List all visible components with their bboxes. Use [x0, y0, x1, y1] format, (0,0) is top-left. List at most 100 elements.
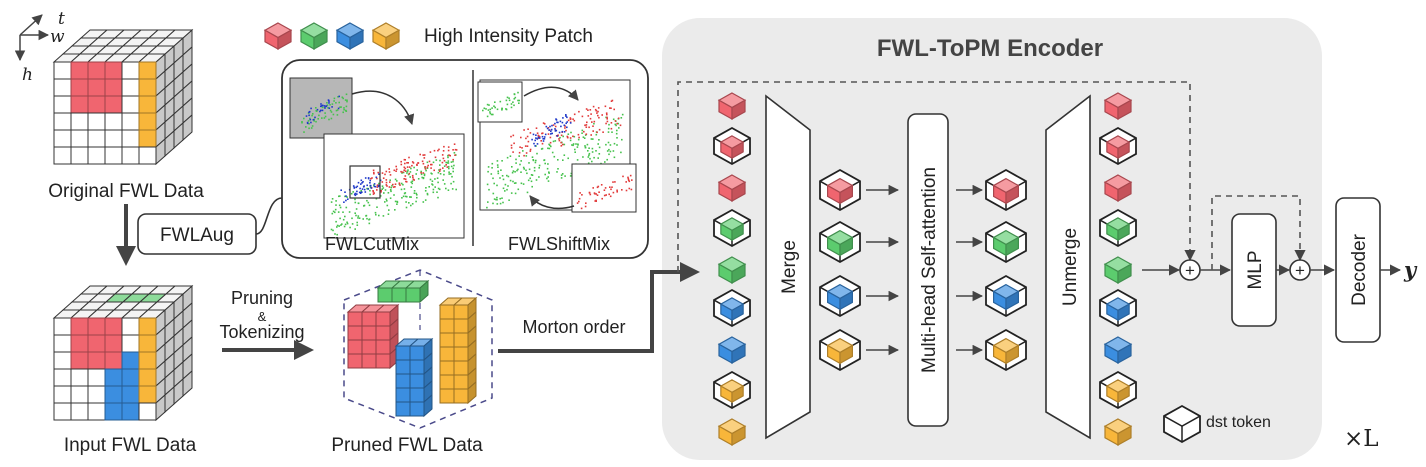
residual-connection-outer	[677, 81, 1196, 272]
input-front-cell	[104, 402, 123, 421]
residual-connection-inner	[1211, 195, 1306, 270]
input-front-cell	[53, 317, 72, 336]
input-token-5	[717, 256, 747, 285]
original-front-cell	[53, 61, 72, 80]
augmentation-point-clouds	[289, 77, 637, 239]
input-front-cell	[87, 368, 106, 387]
attended-token-1-inner	[992, 177, 1020, 205]
input-front-cell	[53, 351, 72, 370]
input-front-cell	[70, 334, 89, 353]
input-front-cell	[138, 351, 157, 370]
output-token-3	[1103, 174, 1133, 203]
output-dst-token-4-inner	[1105, 217, 1131, 242]
original-front-cell	[87, 78, 106, 97]
caption-original: Original FWL Data	[48, 181, 204, 202]
input-front-cell	[87, 334, 106, 353]
input-front-cell	[104, 368, 123, 387]
attended-token-column	[985, 168, 1027, 372]
input-front-cell	[53, 368, 72, 387]
amp-label: &	[258, 309, 267, 324]
attended-token-4	[985, 328, 1027, 372]
pruning-label: Pruning	[231, 288, 293, 308]
merged-token-1	[819, 168, 861, 212]
attention-arrows	[866, 184, 984, 356]
original-front-cell	[53, 95, 72, 114]
output-dst-token-2	[1099, 126, 1137, 166]
merged-token-4-inner	[826, 337, 854, 365]
legend-label: High Intensity Patch	[424, 26, 593, 47]
input-front-cell	[53, 402, 72, 421]
original-front-cell	[87, 95, 106, 114]
input-front-cell	[104, 334, 123, 353]
legend-cube-4	[371, 22, 401, 51]
input-front-cell	[121, 351, 140, 370]
original-front-cell	[53, 78, 72, 97]
merged-token-2-inner	[826, 229, 854, 257]
original-front-cell	[138, 129, 157, 148]
original-front-cell	[138, 112, 157, 131]
encoder-title: FWL-ToPM Encoder	[877, 35, 1103, 62]
input-front-cell	[53, 385, 72, 404]
input-dst-token-2	[713, 126, 751, 166]
input-token-7	[717, 336, 747, 365]
axis-w: w	[50, 27, 65, 47]
legend-cube-2	[299, 22, 329, 51]
input-dst-token-8-inner	[719, 379, 745, 404]
output-token-5	[1103, 256, 1133, 285]
input-front-cell	[70, 368, 89, 387]
input-front-cell	[104, 351, 123, 370]
input-front-cell	[104, 385, 123, 404]
merged-token-2	[819, 220, 861, 264]
original-front-cell	[104, 78, 123, 97]
output-dst-token-8	[1099, 370, 1137, 410]
attended-token-2	[985, 220, 1027, 264]
output-dst-token-2-inner	[1105, 135, 1131, 160]
original-front-cell	[70, 112, 89, 131]
input-fwl-grid	[52, 284, 194, 422]
input-front-cell	[70, 351, 89, 370]
pruned-red-block	[346, 303, 400, 370]
output-token-column	[1099, 92, 1137, 447]
output-token-9	[1103, 418, 1133, 447]
original-front-cell	[121, 78, 140, 97]
shiftmix-label: FWLShiftMix	[508, 234, 610, 254]
axis-indicator: t w h	[14, 9, 65, 85]
input-front-cell	[53, 334, 72, 353]
original-front-cell	[121, 61, 140, 80]
attention-label: Multi-head Self-attention	[919, 167, 940, 373]
input-front-cell	[138, 402, 157, 421]
output-y: y	[1403, 257, 1418, 282]
input-front-cell	[70, 317, 89, 336]
attended-token-3	[985, 274, 1027, 318]
cutmix-label: FWLCutMix	[325, 234, 419, 254]
input-side-cell	[182, 369, 193, 398]
original-front-cell	[70, 146, 89, 165]
input-token-9	[717, 418, 747, 447]
layer-repeat: ×L	[1344, 426, 1379, 452]
unmerge-label: Unmerge	[1060, 228, 1081, 306]
original-front-cell	[70, 78, 89, 97]
merged-token-4	[819, 328, 861, 372]
merge-label: Merge	[779, 240, 800, 294]
merged-token-3	[819, 274, 861, 318]
original-front-cell	[70, 95, 89, 114]
original-front-cell	[87, 129, 106, 148]
output-token-7	[1103, 336, 1133, 365]
attention-block	[907, 113, 949, 427]
input-front-cell	[87, 351, 106, 370]
original-front-cell	[138, 78, 157, 97]
input-front-cell	[138, 385, 157, 404]
original-front-cell	[121, 129, 140, 148]
input-front-cell	[104, 317, 123, 336]
attended-token-1	[985, 168, 1027, 212]
input-front-cell	[138, 334, 157, 353]
input-dst-token-6-inner	[719, 297, 745, 322]
original-front-cell	[70, 61, 89, 80]
original-front-cell	[138, 61, 157, 80]
output-dst-token-4	[1099, 208, 1137, 248]
dst-token-legend-cube	[1163, 404, 1201, 444]
input-dst-token-8	[713, 370, 751, 410]
original-front-cell	[53, 129, 72, 148]
